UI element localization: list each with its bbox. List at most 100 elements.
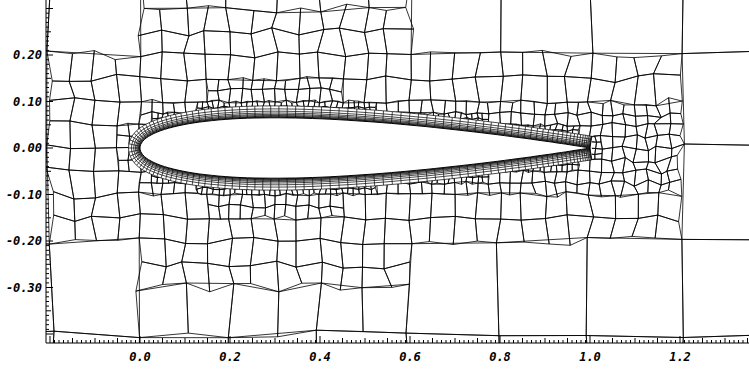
axis-tick — [212, 340, 213, 343]
axis-tick — [608, 340, 609, 343]
axis-tick — [369, 340, 370, 343]
axis-tick — [311, 340, 312, 343]
axis-tick — [342, 338, 343, 343]
axis-tick — [500, 336, 501, 343]
axis-tick-label: 0.8 — [489, 350, 511, 364]
axis-tick-label: 1.0 — [579, 350, 601, 364]
axis-tick — [356, 340, 357, 343]
axis-tick — [46, 268, 49, 269]
axis-tick — [257, 340, 258, 343]
axis-tick — [46, 50, 49, 51]
axis-tick — [162, 338, 163, 343]
axis-tick — [729, 340, 730, 343]
axis-tick — [387, 338, 388, 343]
axis-tick — [46, 273, 49, 274]
axis-tick — [504, 340, 505, 343]
axis-tick — [46, 87, 49, 88]
axis-tick — [86, 340, 87, 343]
axis-tick — [639, 340, 640, 343]
axis-tick — [46, 143, 49, 144]
axis-tick — [482, 340, 483, 343]
axis-tick — [171, 340, 172, 343]
axis-tick — [46, 264, 51, 265]
axis-tick — [81, 340, 82, 343]
axis-tick — [180, 340, 181, 343]
axis-tick — [644, 340, 645, 343]
axis-tick — [428, 340, 429, 343]
axis-tick — [46, 227, 49, 228]
axis-tick — [536, 340, 537, 343]
axis-tick — [46, 180, 49, 181]
axis-tick — [455, 338, 456, 343]
axis-tick — [684, 340, 685, 343]
axis-tick — [46, 27, 49, 28]
axis-tick — [46, 68, 49, 69]
axis-tick — [423, 340, 424, 343]
axis-tick — [743, 340, 744, 343]
axis-tick — [203, 340, 204, 343]
axis-tick — [46, 92, 49, 93]
axis-tick — [149, 340, 150, 343]
axis-tick — [135, 340, 136, 343]
axis-tick — [46, 64, 49, 65]
axis-tick — [612, 338, 613, 343]
axis-tick — [554, 340, 555, 343]
axis-tick — [46, 231, 49, 232]
axis-tick — [689, 340, 690, 343]
axis-tick — [46, 194, 53, 195]
axis-tick — [545, 338, 546, 343]
axis-tick — [216, 340, 217, 343]
axis-tick — [126, 340, 127, 343]
axis-tick — [603, 340, 604, 343]
axes — [46, 0, 749, 343]
axis-tick — [351, 340, 352, 343]
axis-tick — [140, 336, 141, 343]
axis-tick — [46, 8, 53, 9]
axis-tick — [46, 185, 49, 186]
axis-tick — [46, 45, 49, 46]
axis-tick — [531, 340, 532, 343]
axis-tick — [46, 148, 53, 149]
axis-tick — [302, 340, 303, 343]
axis-tick — [725, 338, 726, 343]
unstructured-mesh — [46, 0, 749, 343]
axis-tick — [662, 340, 663, 343]
axis-tick — [46, 334, 53, 335]
axis-tick — [46, 22, 49, 23]
axis-tick — [666, 340, 667, 343]
axis-tick — [594, 340, 595, 343]
axis-tick — [46, 36, 49, 37]
axis-tick — [392, 340, 393, 343]
axis-tick — [711, 340, 712, 343]
axis-tick — [234, 340, 235, 343]
axis-tick — [46, 101, 53, 102]
axis-tick — [54, 340, 55, 343]
axis-tick — [207, 338, 208, 343]
axis-tick — [680, 336, 681, 343]
axis-tick — [653, 340, 654, 343]
axis-tick — [46, 254, 49, 255]
airfoil — [140, 118, 590, 178]
axis-tick — [46, 161, 49, 162]
axis-tick — [176, 340, 177, 343]
axis-tick — [46, 175, 49, 176]
axis-tick — [46, 241, 53, 242]
axis-tick — [50, 336, 51, 343]
axis-tick — [279, 340, 280, 343]
axis-tick — [46, 31, 51, 32]
axis-tick — [122, 340, 123, 343]
axis-tick — [576, 340, 577, 343]
axis-tick — [540, 340, 541, 343]
axis-tick — [270, 340, 271, 343]
axis-tick — [239, 340, 240, 343]
axis-tick — [635, 338, 636, 343]
axis-tick — [131, 340, 132, 343]
axis-tick-label: 0.00 — [13, 141, 42, 155]
axis-tick — [563, 340, 564, 343]
axis-tick — [581, 340, 582, 343]
axis-tick — [46, 324, 49, 325]
axis-tick — [158, 340, 159, 343]
axis-tick-label: 0.6 — [399, 350, 421, 364]
axis-tick — [374, 340, 375, 343]
axis-tick — [491, 340, 492, 343]
